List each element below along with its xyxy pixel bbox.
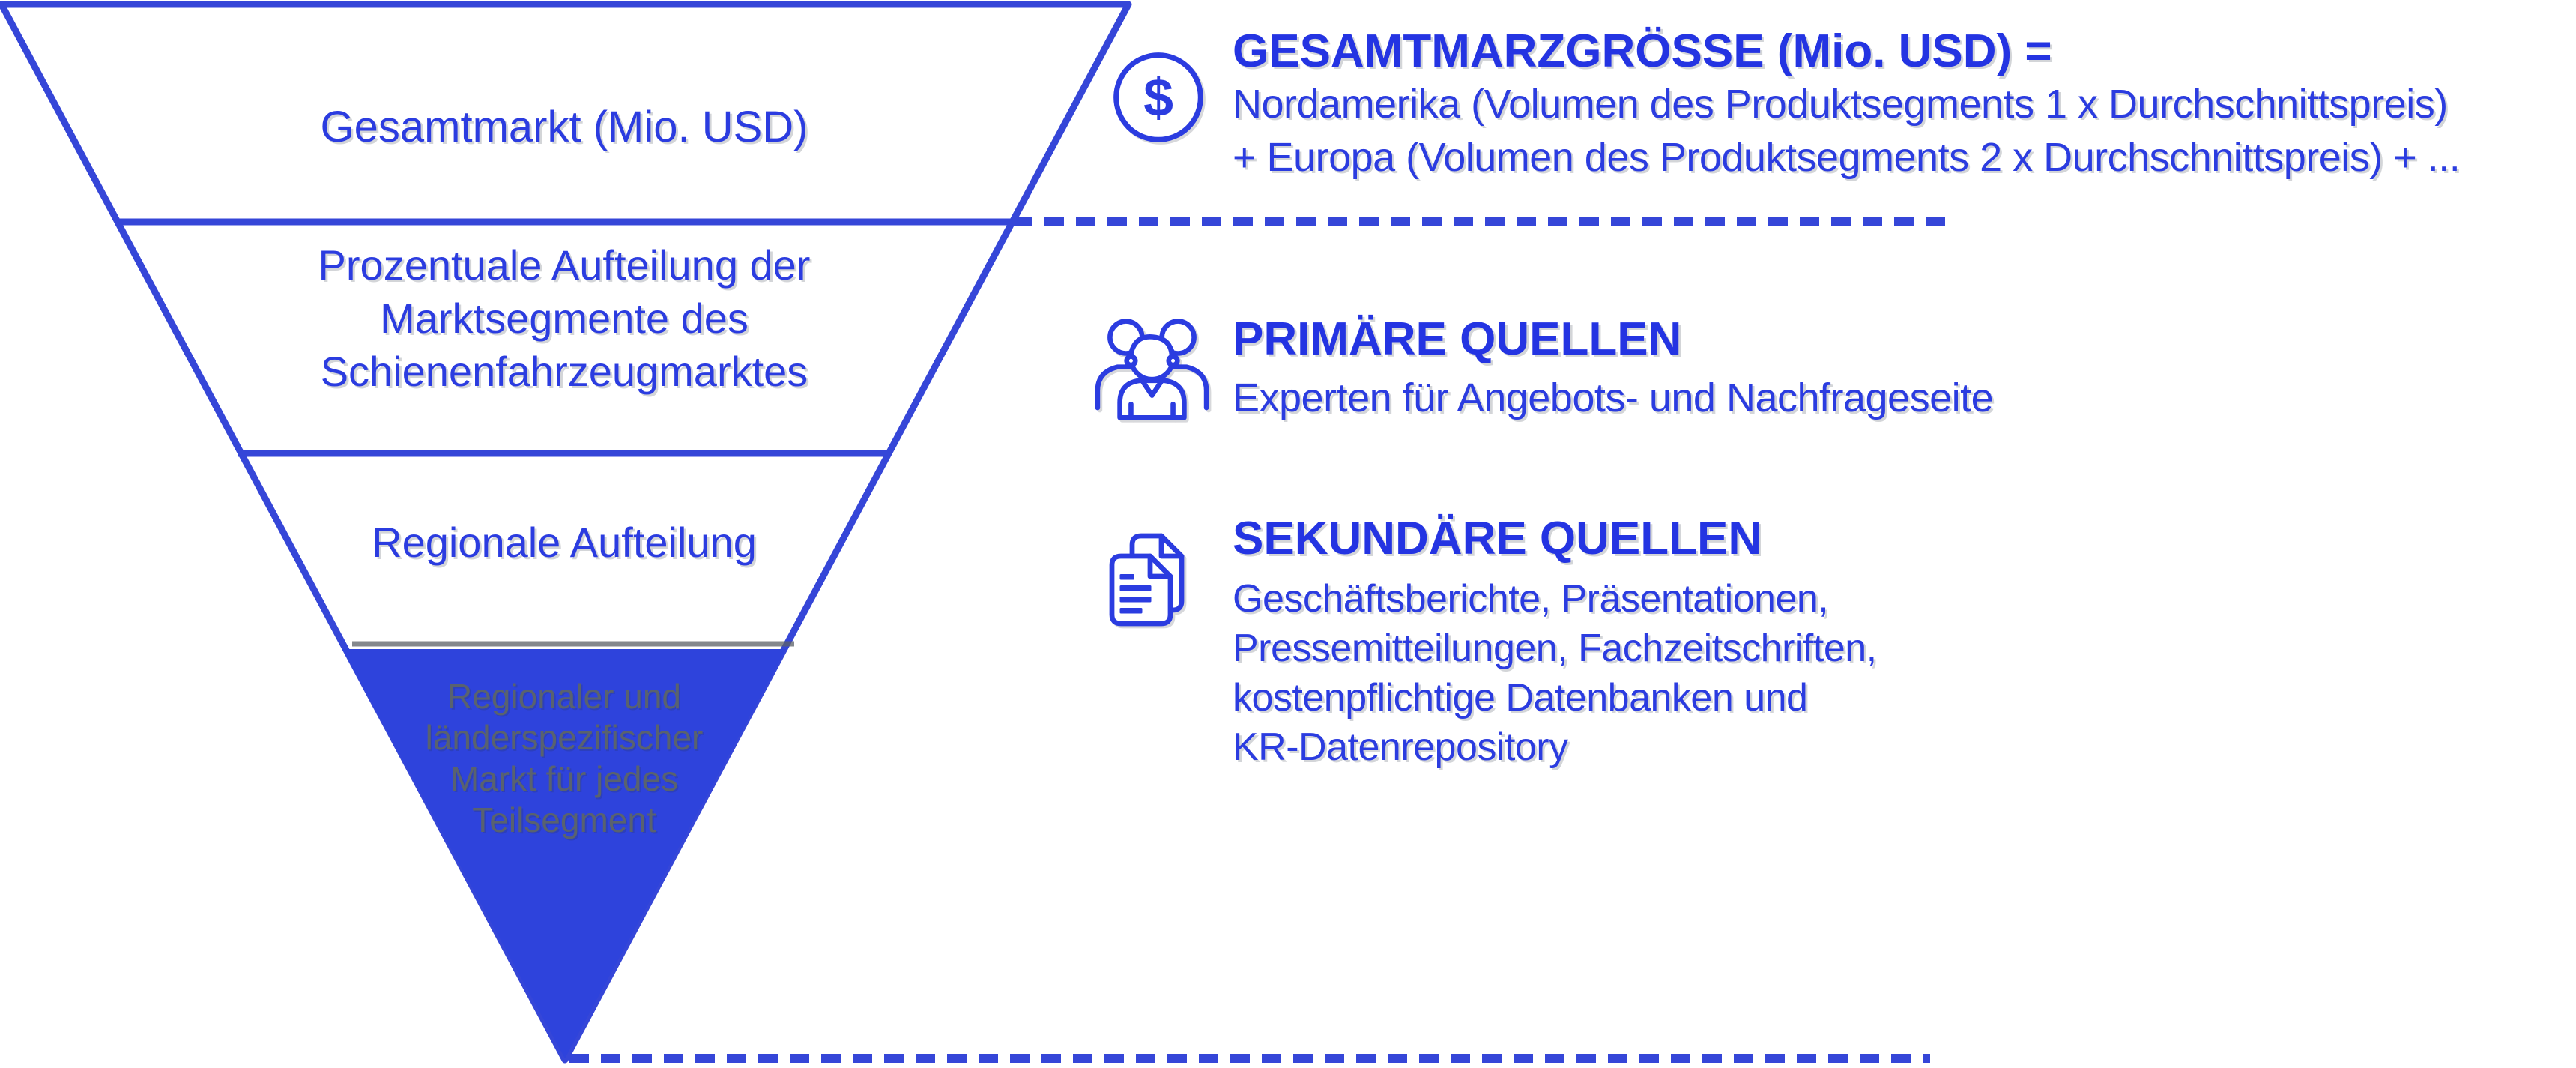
formula-line-2: + Europa (Volumen des Produktsegments 2 …: [1233, 135, 2461, 180]
funnel-level-1-label: Gesamtmarkt (Mio. USD): [320, 103, 808, 151]
svg-text:$: $: [1143, 67, 1173, 127]
documents-icon: [1109, 533, 1185, 627]
secondary-sources-title: SEKUNDÄRE QUELLEN: [1233, 513, 1762, 564]
formula-title: GESAMTMARZGRÖSSE (Mio. USD) =: [1233, 25, 2052, 77]
funnel-level-3-label: Regionale Aufteilung: [372, 519, 757, 566]
funnel-level-4-fill: [342, 649, 786, 1058]
funnel-level-2-label: Prozentuale Aufteilung der Marktsegmente…: [318, 241, 811, 395]
people-group-icon: [1095, 319, 1209, 420]
funnel-outline: [0, 1, 1132, 1064]
formula-text: Nordamerika (Volumen des Produktsegments…: [1233, 78, 2461, 184]
dollar-circle-icon: $: [1113, 52, 1203, 142]
funnel-level-4-label: Regionaler und länderspezifischer Markt …: [425, 677, 704, 839]
formula-line-1: Nordamerika (Volumen des Produktsegments…: [1233, 82, 2448, 127]
secondary-sources-description: Geschäftsberichte, Präsentationen, Press…: [1233, 577, 1877, 769]
primary-sources-description: Experten für Angebots- und Nachfrageseit…: [1233, 375, 1994, 420]
primary-sources-title: PRIMÄRE QUELLEN: [1233, 313, 1682, 365]
